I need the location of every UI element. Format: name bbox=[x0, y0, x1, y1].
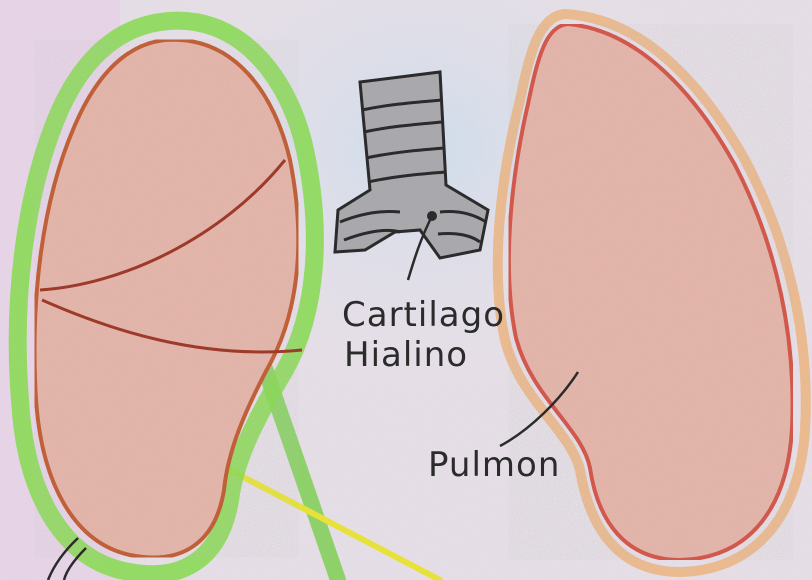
lung-label: Pulmon bbox=[428, 445, 560, 485]
cartilage-label-line2: Hialino bbox=[344, 335, 468, 375]
cartilage-label-line1: Cartilago bbox=[342, 295, 505, 335]
